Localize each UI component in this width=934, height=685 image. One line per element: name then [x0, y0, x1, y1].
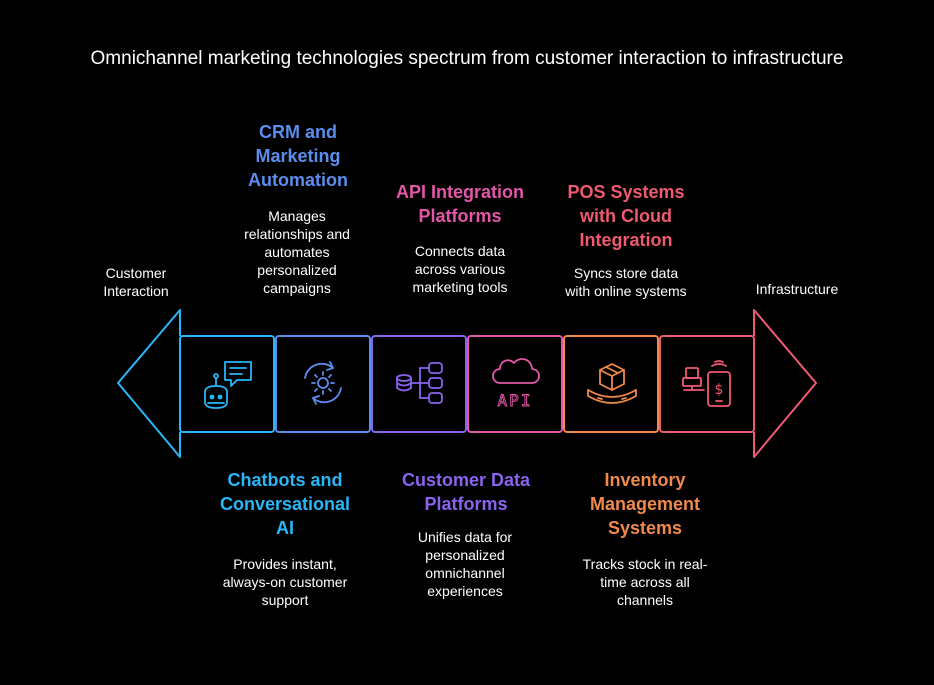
box-inventory-icon [587, 363, 637, 404]
right-end-label: Infrastructure [740, 280, 854, 298]
cdp-description: Unifies data for personalized omnichanne… [390, 528, 540, 600]
crm-heading-line2: Marketing [255, 146, 341, 166]
crm-desc-line1: Manages [268, 208, 326, 224]
left-end-label: Customer Interaction [88, 264, 184, 300]
api-desc-line3: marketing tools [412, 279, 508, 295]
cdp-desc-line2: personalized [425, 547, 505, 563]
api-desc-line1: Connects data [414, 243, 506, 259]
crm-desc-line3: automates [264, 244, 330, 260]
segment-pos [659, 335, 755, 433]
right-arrowhead [753, 309, 817, 458]
cdp-desc-line3: omnichannel [425, 565, 505, 581]
segment-cdp [371, 335, 467, 433]
crm-desc-line4: personalized [257, 262, 337, 278]
crm-heading-line1: CRM and [259, 122, 337, 142]
cdp-heading-line1: Customer Data [401, 470, 531, 490]
pos-heading: POS Systems with Cloud Integration [551, 180, 701, 252]
api-heading-line2: Platforms [418, 206, 502, 226]
left-arrowhead [117, 309, 181, 458]
api-desc-line2: across various [414, 261, 506, 277]
chatbots-heading-line1: Chatbots and [227, 470, 343, 490]
pos-heading-line2: with Cloud [580, 206, 672, 226]
cdp-heading: Customer Data Platforms [388, 468, 544, 516]
pos-heading-line1: POS Systems [567, 182, 685, 202]
cdp-desc-line1: Unifies data for [417, 529, 513, 545]
api-heading-line1: API Integration [395, 182, 524, 202]
inventory-desc-line3: channels [616, 592, 674, 608]
inventory-desc-line1: Tracks stock in real- [582, 556, 708, 572]
crm-description: Manages relationships and automates pers… [222, 207, 372, 297]
inventory-desc-line2: time across all [600, 574, 690, 590]
crm-desc-line2: relationships and [244, 226, 350, 242]
pos-terminal-icon-text: $ [715, 382, 724, 398]
gear-cycle-icon [304, 361, 342, 405]
inventory-heading-line3: Systems [607, 518, 683, 538]
pos-description: Syncs store data with online systems [546, 264, 706, 300]
right-end-line1: Infrastructure [755, 281, 839, 297]
database-network-icon [396, 362, 443, 404]
inventory-heading-line1: Inventory [604, 470, 686, 490]
segment-api [467, 335, 563, 433]
api-heading: API Integration Platforms [380, 180, 540, 228]
cloud-api-icon [492, 358, 540, 384]
inventory-description: Tracks stock in real- time across all ch… [565, 555, 725, 609]
segment-chatbots [179, 335, 275, 433]
chatbots-description: Provides instant, always-on customer sup… [205, 555, 365, 609]
crm-heading-line3: Automation [248, 170, 348, 190]
segment-inventory [563, 335, 659, 433]
pos-desc-line1: Syncs store data [573, 265, 679, 281]
api-description: Connects data across various marketing t… [385, 242, 535, 296]
chatbots-heading-line2: Conversational [219, 494, 351, 514]
inventory-heading-line2: Management [589, 494, 701, 514]
page-title: Omnichannel marketing technologies spect… [90, 48, 844, 69]
segment-crm [275, 335, 371, 433]
pos-terminal-icon [682, 360, 731, 407]
pos-heading-line3: Integration [579, 230, 673, 250]
cloud-api-icon-text: API [498, 391, 533, 410]
chatbots-desc-line3: support [261, 592, 309, 608]
cdp-desc-line4: experiences [427, 583, 503, 599]
crm-desc-line5: campaigns [263, 280, 331, 296]
left-end-line2: Interaction [103, 283, 169, 299]
left-end-line1: Customer [105, 265, 167, 281]
crm-heading: CRM and Marketing Automation [228, 120, 368, 192]
chatbots-desc-line1: Provides instant, [233, 556, 337, 572]
chatbot-icon [204, 361, 252, 409]
inventory-heading: Inventory Management Systems [570, 468, 720, 540]
pos-desc-line2: with online systems [565, 283, 687, 299]
cdp-heading-line2: Platforms [424, 494, 508, 514]
chatbots-desc-line2: always-on customer [222, 574, 348, 590]
chatbots-heading-line3: AI [276, 518, 294, 538]
chatbots-heading: Chatbots and Conversational AI [205, 468, 365, 540]
